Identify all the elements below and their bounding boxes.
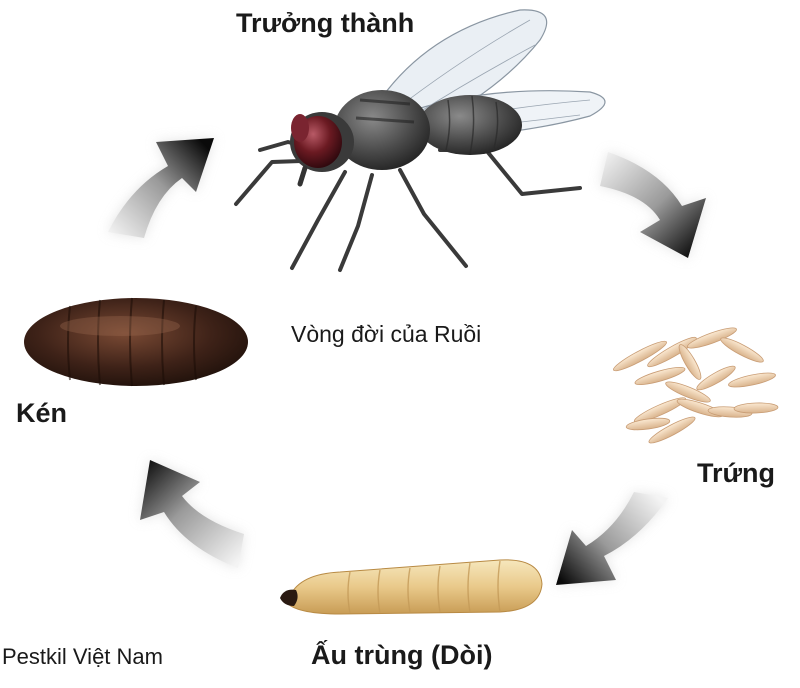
egg <box>633 397 687 423</box>
arrow-larva-to-pupa <box>140 460 244 568</box>
egg <box>733 402 779 414</box>
housefly-icon <box>234 9 606 272</box>
diagram-title: Vòng đời của Ruồi <box>291 321 482 347</box>
egg <box>648 416 696 444</box>
arrow-pupa-to-adult <box>108 138 214 238</box>
stage-label-pupa: Kén <box>16 398 68 428</box>
pupa-icon <box>24 297 248 387</box>
egg <box>728 372 776 388</box>
egg <box>687 327 737 349</box>
stage-label-egg: Trứng <box>697 458 776 488</box>
egg <box>696 365 736 391</box>
egg-cluster-icon <box>613 327 779 444</box>
maggot-icon <box>280 559 543 615</box>
egg <box>647 336 697 368</box>
arrow-adult-to-egg <box>600 152 706 258</box>
stage-label-larva: Ấu trùng (Dòi) <box>311 640 493 670</box>
arrow-egg-to-larva <box>556 492 668 585</box>
credit-text: Pestkil Việt Nam <box>2 644 163 669</box>
egg <box>720 337 764 363</box>
egg <box>678 344 702 380</box>
egg <box>613 340 667 372</box>
stage-label-adult: Trưởng thành <box>236 8 415 38</box>
egg <box>634 366 686 386</box>
egg <box>625 417 671 431</box>
egg <box>665 381 711 403</box>
